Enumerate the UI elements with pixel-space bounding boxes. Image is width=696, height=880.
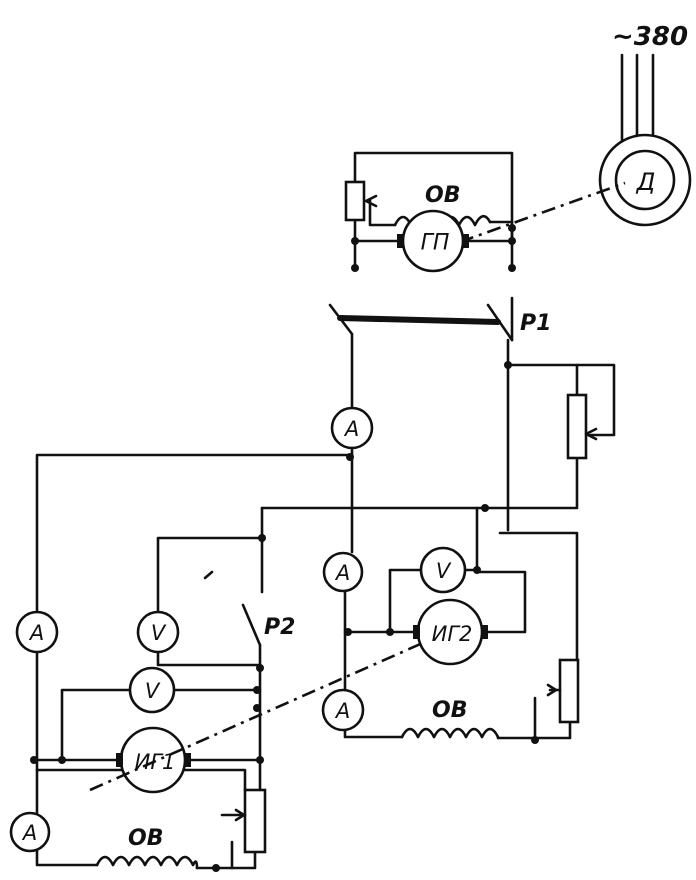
shaft-d-gp [459, 181, 626, 244]
gp-brush-left [397, 234, 404, 248]
gp-field-rheostat [344, 180, 366, 222]
ammeter-ig2-field [321, 688, 365, 732]
relay-p1 [328, 303, 514, 342]
gp-junctions [351, 224, 516, 272]
ig2-circuit [343, 506, 572, 744]
ig2-field-label: ОВ [432, 698, 467, 723]
ig1-field-label: ОВ [128, 826, 163, 851]
ammeter-ig2 [322, 551, 364, 593]
generator-gp-label: ГП [421, 231, 450, 256]
gp-field-label: ОВ [425, 183, 460, 208]
shaft-ig1-ig2 [89, 640, 426, 792]
ammeter-ig2-label: A [334, 561, 350, 585]
ig1-rheostat-arrow [234, 808, 246, 822]
gp-brush-right [462, 234, 469, 248]
voltmeter-ig1-a-label: V [151, 621, 167, 645]
voltmeter-ig2 [419, 546, 467, 594]
ammeter-left [15, 610, 59, 654]
motor-d [598, 133, 692, 227]
ammeter-ig1-field-label: A [21, 821, 37, 845]
ig1-brush-left [116, 753, 123, 767]
main-rheostat-arrow [584, 427, 598, 441]
ig1-circuit [30, 506, 266, 872]
supply-label: ~380 [612, 22, 688, 52]
generator-ig2-label: ИГ2 [432, 622, 473, 646]
ig2-rheostat-arrow [546, 683, 558, 697]
gp-rheostat-arrow [364, 194, 378, 208]
ig1-brush-right [184, 753, 191, 767]
central-bus [35, 446, 354, 614]
motor-label: Д [636, 168, 656, 196]
main-rheostat [566, 393, 588, 460]
ammeter-ig1-field [9, 811, 51, 853]
voltmeter-ig1-a [136, 610, 180, 654]
right-bus [260, 338, 616, 662]
relay-p2-label: Р2 [264, 615, 295, 640]
stray-mark [203, 570, 214, 580]
ig2-rheostat [558, 658, 580, 724]
ammeter-main-label: A [343, 417, 359, 441]
supply-lines [620, 53, 655, 147]
voltmeter-ig1-b [128, 666, 176, 714]
ammeter-ig2-field-label: A [334, 699, 350, 723]
voltmeter-ig2-label: V [436, 559, 452, 583]
ig1-rheostat [243, 788, 267, 854]
ig2-brush-right [481, 625, 488, 639]
ammeter-left-label: A [28, 621, 44, 645]
voltmeter-ig1-b-label: V [145, 679, 161, 703]
ig2-brush-left [413, 625, 420, 639]
relay-p1-label: Р1 [520, 311, 551, 336]
